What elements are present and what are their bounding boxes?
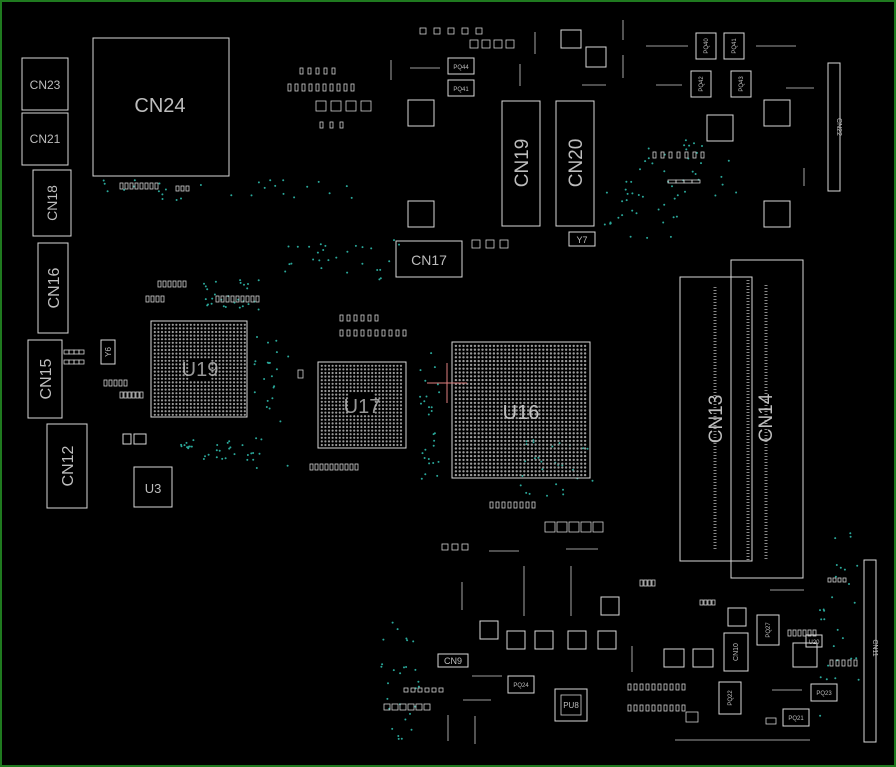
pq27-label: PQ27 — [766, 622, 772, 638]
pq22-outline — [718, 681, 742, 715]
y7-outline — [568, 231, 596, 247]
cn14-outline — [730, 259, 804, 579]
cn20-label: CN20 — [566, 139, 587, 188]
u19-label: U19 — [182, 359, 219, 381]
u16-label: U16 — [503, 402, 540, 424]
u19-outline — [150, 320, 248, 418]
u19-ball-grid — [153, 323, 246, 416]
u17-ball-grid — [320, 364, 403, 447]
cn18-label: CN18 — [44, 185, 60, 221]
pq40-outline — [695, 32, 717, 60]
u17-label: U17 — [344, 396, 381, 418]
cn12-label: CN12 — [60, 445, 77, 486]
u16-outline — [451, 341, 591, 479]
u17-outline — [317, 361, 407, 449]
cn9-label: CN9 — [444, 656, 462, 666]
cn19-outline — [501, 100, 541, 227]
pq27-outline — [756, 614, 780, 646]
cn12-outline — [46, 423, 88, 509]
pq41b-label: PQ41 — [732, 38, 738, 54]
pq43-label: PQ43 — [739, 76, 745, 92]
pq44-label: PQ44 — [453, 65, 469, 71]
cn10-outline — [723, 632, 749, 672]
y6-outline — [100, 339, 116, 365]
cn15-outline — [27, 339, 63, 419]
cn23-label: CN23 — [30, 78, 61, 92]
cn10-label: CN10 — [733, 643, 740, 661]
cn22-outline — [827, 62, 841, 192]
pq42-label: PQ42 — [699, 76, 705, 92]
pq41-outline — [447, 79, 475, 97]
u3-outline — [133, 466, 173, 508]
pq23-outline — [810, 683, 838, 702]
via-field — [102, 139, 860, 740]
pq24-label: PQ24 — [513, 683, 529, 689]
cn23-outline — [21, 57, 69, 111]
passive-components — [63, 27, 858, 725]
pu8-outline — [554, 688, 588, 722]
u3-label: U3 — [145, 481, 162, 496]
cn14-label: CN14 — [756, 393, 777, 442]
cn16-label: CN16 — [46, 267, 63, 308]
pq41-label: PQ41 — [453, 87, 469, 93]
cn16-outline — [37, 242, 69, 334]
y7-label: Y7 — [576, 235, 587, 245]
u20-outline — [805, 634, 823, 648]
cn15-label: CN15 — [38, 358, 55, 399]
pu8-label: PU8 — [563, 701, 579, 710]
cn24-outline — [92, 37, 230, 177]
pq23-label: PQ23 — [816, 691, 832, 697]
u16-ball-grid — [454, 344, 587, 477]
pq21-label: PQ21 — [788, 716, 804, 722]
cn18-outline — [32, 169, 72, 237]
pq41b-outline — [723, 32, 745, 60]
pq22-label: PQ22 — [728, 690, 734, 706]
cn21-outline — [21, 112, 69, 166]
pq21-outline — [782, 708, 810, 727]
crosshair-cursor — [427, 363, 467, 403]
cn21-label: CN21 — [30, 132, 61, 146]
cn20-outline — [555, 100, 595, 227]
pq24-outline — [507, 675, 535, 694]
cn24-label: CN24 — [134, 95, 185, 117]
cn17-outline — [395, 240, 463, 278]
y6-label: Y6 — [104, 347, 113, 357]
cn11-outline — [863, 559, 877, 743]
cn22-label: CN22 — [835, 118, 842, 136]
pq43-outline — [730, 70, 752, 98]
cn19-label: CN19 — [512, 139, 533, 188]
pq42-outline — [690, 70, 712, 98]
cn11-label: CN11 — [871, 639, 878, 656]
cn13-label: CN13 — [706, 395, 727, 444]
cn9-outline — [437, 653, 469, 668]
pq40-label: PQ40 — [704, 38, 710, 54]
cn17-label: CN17 — [411, 252, 447, 268]
cn13-outline — [679, 276, 753, 562]
pq44-outline — [447, 57, 475, 75]
